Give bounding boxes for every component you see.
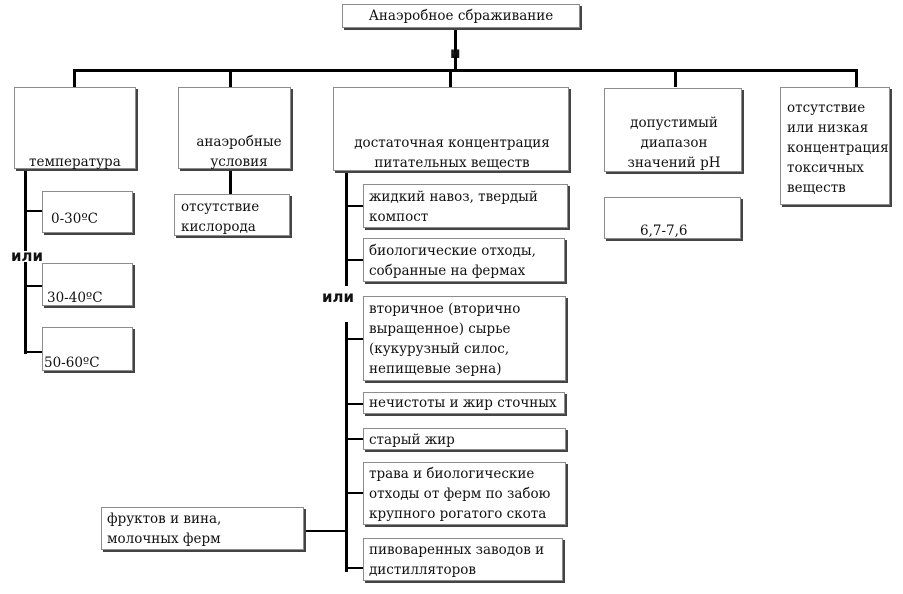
drop-nutrients bbox=[449, 69, 452, 87]
temp-option-2-label: 30-40ºC bbox=[47, 290, 103, 306]
side-note-label: фруктов и вина, молочных ферм bbox=[107, 511, 222, 547]
nutrient-item-2: биологические отходы, собранные на ферма… bbox=[363, 238, 565, 282]
nutrient-item-4-label: нечистоты и жир сточных bbox=[369, 395, 557, 411]
ph-value-box: 6,7-7,6 bbox=[604, 197, 741, 239]
drop-anaerobic bbox=[229, 69, 232, 87]
drop-ph bbox=[674, 69, 677, 87]
temperature-box: температура bbox=[14, 87, 136, 170]
nutrients-tick-5 bbox=[345, 438, 363, 440]
temp-option-1-label: 0-30ºC bbox=[51, 211, 99, 227]
or-connector-nutrients: или bbox=[322, 288, 355, 306]
drop-temperature bbox=[73, 69, 76, 87]
temp-tick-3 bbox=[24, 351, 42, 353]
root-stem bbox=[454, 27, 457, 70]
root-label: Анаэробное сбраживание bbox=[368, 8, 554, 24]
nutrient-item-6: трава и биологические отходы от ферм по … bbox=[363, 462, 566, 525]
nutrient-item-1: жидкий навоз, твердый компост bbox=[363, 184, 568, 228]
anaerobic-label: анаэробные условия bbox=[196, 134, 282, 170]
anaerobic-box: анаэробные условия bbox=[178, 87, 291, 170]
temp-tick-1 bbox=[24, 210, 42, 212]
temperature-label: температура bbox=[29, 154, 121, 170]
temp-tick-2 bbox=[24, 285, 42, 287]
nutrient-item-3-label: вторичное (вторично выращенное) сырье (к… bbox=[369, 301, 521, 377]
toxic-label: отсутствие или низкая концентрация токси… bbox=[787, 100, 889, 196]
nutrients-tick-4 bbox=[345, 403, 363, 405]
toxic-box: отсутствие или низкая концентрация токси… bbox=[780, 87, 890, 205]
side-note-link bbox=[304, 530, 348, 532]
anaerobic-detail-label: отсутствие кислорода bbox=[181, 199, 260, 235]
nutrient-item-2-label: биологические отходы, собранные на ферма… bbox=[369, 243, 536, 279]
nutrients-tick-7 bbox=[345, 567, 363, 569]
root-box: Анаэробное сбраживание bbox=[342, 4, 580, 28]
and-connector: и bbox=[450, 44, 461, 62]
nutrients-vertical-top bbox=[345, 170, 348, 286]
nutrient-item-5-label: старый жир bbox=[369, 432, 455, 448]
temp-vertical-top bbox=[24, 168, 27, 251]
temp-option-3-label: 50-60ºC bbox=[44, 355, 100, 371]
nutrients-vertical-bottom bbox=[345, 322, 348, 572]
nutrients-tick-1 bbox=[345, 205, 363, 207]
ph-value-label: 6,7-7,6 bbox=[640, 223, 688, 239]
side-note-box: фруктов и вина, молочных ферм bbox=[101, 507, 304, 550]
nutrient-item-6-label: трава и биологические отходы от ферм по … bbox=[369, 466, 551, 522]
nutrient-item-1-label: жидкий навоз, твердый компост bbox=[369, 189, 538, 225]
nutrient-item-5: старый жир bbox=[363, 428, 566, 450]
nutrients-box: достаточная концентрация питательных вещ… bbox=[333, 87, 569, 171]
nutrients-tick-3 bbox=[345, 338, 363, 340]
nutrient-item-4: нечистоты и жир сточных bbox=[363, 392, 565, 414]
temp-option-3: 50-60ºC bbox=[42, 327, 133, 371]
anaerobic-stem bbox=[229, 168, 232, 194]
or-connector-temperature: или bbox=[11, 247, 44, 265]
top-bus bbox=[73, 69, 857, 72]
temp-option-1: 0-30ºC bbox=[42, 191, 133, 233]
drop-toxic bbox=[855, 69, 858, 87]
nutrient-item-7: пивоваренных заводов и дистилляторов bbox=[363, 538, 563, 581]
nutrient-item-3: вторичное (вторично выращенное) сырье (к… bbox=[363, 296, 566, 381]
nutrients-label: достаточная концентрация питательных вещ… bbox=[354, 135, 550, 171]
temp-option-2: 30-40ºC bbox=[42, 263, 133, 306]
nutrients-tick-6 bbox=[345, 492, 363, 494]
ph-label: допустимый диапазон значений pH bbox=[627, 115, 721, 171]
temp-vertical-bottom bbox=[24, 262, 27, 354]
ph-box: допустимый диапазон значений pH bbox=[604, 88, 742, 172]
nutrients-tick-2 bbox=[345, 259, 363, 261]
nutrient-item-7-label: пивоваренных заводов и дистилляторов bbox=[369, 542, 545, 578]
anaerobic-detail-box: отсутствие кислорода bbox=[174, 194, 290, 236]
